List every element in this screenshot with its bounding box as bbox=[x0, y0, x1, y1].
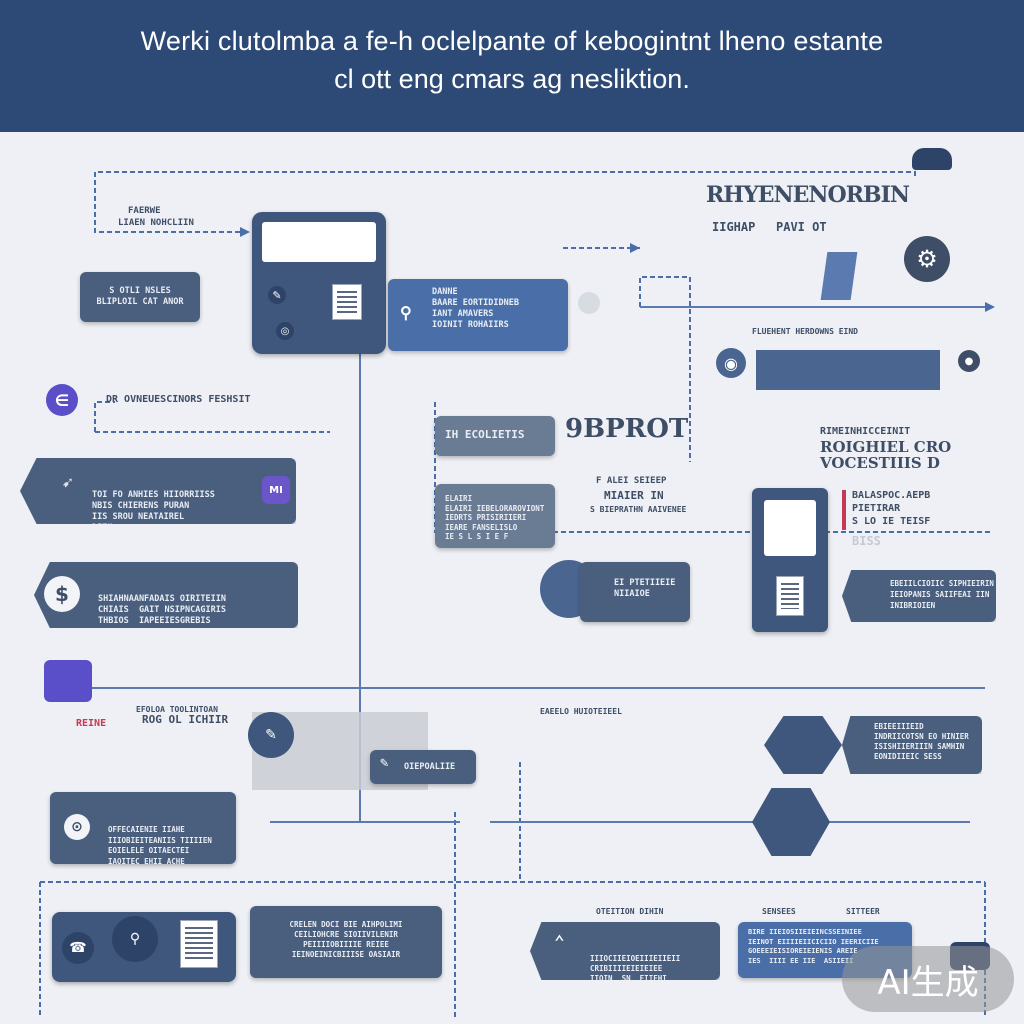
connector-mid-right bbox=[639, 276, 691, 462]
chevron-up-icon: ⌃ bbox=[554, 932, 565, 953]
arrowhead-3 bbox=[630, 243, 640, 253]
mid-row-caption: EAEELO HUIOTEIEEL bbox=[540, 707, 622, 716]
info-box-3-text: TOI FO ANHIES HIIORRIISS NBIS CHIERENS P… bbox=[92, 490, 215, 524]
arrowhead-1 bbox=[240, 227, 250, 237]
mid-small-box: IH ECOLIETIS bbox=[435, 416, 555, 456]
pin-icon bbox=[912, 148, 952, 170]
dot-icon bbox=[578, 292, 600, 314]
mid-caption-3: S BIEPRATHN AAIVENEE bbox=[590, 505, 687, 514]
right-heading-2: ROIGHIEL CRO bbox=[820, 438, 952, 456]
header-title-line-2: cl ott eng cmars ag nesliktion. bbox=[334, 64, 690, 94]
bottom-device: ☎ ⚲ bbox=[52, 912, 236, 982]
right-heading-1: RIMEINHICCEINIT bbox=[820, 426, 911, 437]
right-device bbox=[752, 488, 828, 632]
camera-icon: ● bbox=[958, 350, 980, 372]
pin-icon: ⚲ bbox=[400, 303, 412, 322]
pin-icon: ➹ bbox=[62, 473, 73, 494]
info-box-10: OFFECAIENIE IIAHE IIIOBIEITEANIIS TIIIIE… bbox=[50, 792, 236, 864]
pin-icon: ✎ bbox=[268, 286, 286, 304]
ai-generated-watermark: AI生成 bbox=[842, 946, 1014, 1012]
target-icon: ◎ bbox=[276, 322, 294, 340]
badge-icon: MI bbox=[262, 476, 290, 504]
central-device: ✎ ◎ bbox=[252, 212, 386, 354]
lock-icon: ⊙ bbox=[64, 814, 90, 840]
bottom-caption-3: SITTEER bbox=[846, 907, 880, 916]
info-box-4-text: SHIAHNAANFADAIS OIRITEIIN CHIAIS GAIT NS… bbox=[98, 594, 226, 626]
info-box-1: S OTLI NSLES BLIPLOIL CAT ANOR bbox=[80, 272, 200, 322]
info-box-9: EBIEEIIIEID INDRIICOTSN EO HINIER ISISHI… bbox=[842, 716, 982, 774]
header-title-line-1: Werki clutolmba a fe-h oclelpante of keb… bbox=[140, 26, 884, 56]
header: Werki clutolmba a fe-h oclelpante of keb… bbox=[0, 0, 1024, 132]
info-box-2: DANNE BAARE EORTIDIDNEB IANT AMAVERS IOI… bbox=[388, 279, 568, 351]
pink-caption-3: S LO IE TEISF bbox=[852, 516, 931, 527]
red-tag: REINE bbox=[76, 718, 107, 729]
device-screen bbox=[262, 222, 376, 262]
mid-caption-1: F ALEI SEIEEP bbox=[596, 476, 667, 486]
eye-icon: ∈ bbox=[46, 384, 78, 416]
right-heading-3: VOCESTIIIS D bbox=[820, 454, 940, 472]
top-left-caption-1: FAERWE bbox=[128, 206, 161, 216]
eye-icon: ◉ bbox=[716, 348, 746, 378]
bottom-caption-1: OTEITION DIHIN bbox=[596, 907, 664, 916]
right-sub-1: IIGHAP bbox=[712, 220, 756, 234]
info-box-6: EI PTETIIEIE NIIAIOE bbox=[580, 562, 690, 622]
info-box-12-text: IIIOCIIEIOEIIIEIIEII CRIBIIIIEIEIEIEE II… bbox=[590, 954, 681, 980]
info-box-4: SHIAHNAANFADAIS OIRITEIIN CHIAIS GAIT NS… bbox=[34, 562, 298, 628]
dollar-icon: $ bbox=[44, 576, 80, 612]
info-box-10-text: OFFECAIENIE IIAHE IIIOBIEITEANIIS TIIIIE… bbox=[108, 825, 212, 864]
accent-bar bbox=[842, 490, 846, 530]
image-strip bbox=[756, 350, 940, 390]
gear-icon: ⚙ bbox=[904, 236, 950, 282]
top-left-caption-2: LIAEN NOHCLIIN bbox=[118, 218, 194, 228]
phone-icon: ☎ bbox=[62, 932, 94, 964]
pin-icon: ✎ bbox=[248, 712, 294, 758]
info-box-2-text: DANNE BAARE EORTIDIDNEB IANT AMAVERS IOI… bbox=[432, 287, 519, 330]
diamond-icon bbox=[764, 716, 842, 774]
lower-left-label-1: EFOLOA TOOLINTOAN bbox=[136, 705, 218, 714]
info-box-7: EBEIILCIOIIC SIPHIEIRIN IEIOPANIS SAIIFE… bbox=[842, 570, 996, 622]
pink-caption-2: PIETIRAR bbox=[852, 503, 901, 514]
right-title: RHYENENORBIN bbox=[706, 182, 910, 208]
pink-caption-1: BALASPOC.AEPB bbox=[852, 490, 931, 501]
info-box-8: OIEPOALIIE ✎ bbox=[370, 750, 476, 784]
connector-top-loop bbox=[94, 171, 916, 233]
document-icon bbox=[180, 920, 218, 968]
info-box-5: ELAIRI ELAIRI IEBELORAROVIONT IEDRTS PRI… bbox=[435, 484, 555, 548]
info-box-3: TOI FO ANHIES HIIORRIISS NBIS CHIERENS P… bbox=[20, 458, 296, 524]
icon-row-label: FLUEHENT HERDOWNS EIND bbox=[752, 327, 858, 336]
info-box-12: IIIOCIIEIOEIIIEIIEII CRIBIIIIEIEIEIEE II… bbox=[530, 922, 720, 980]
diagram-canvas: FAERWE LIAEN NOHCLIIN ✎ ◎ DANNE BAARE EO… bbox=[0, 132, 1024, 1024]
bottom-caption-2: SENSEES bbox=[762, 907, 796, 916]
pin-icon: ✎ bbox=[380, 755, 389, 771]
mid-caption-2: MIAIER IN bbox=[604, 489, 664, 502]
info-box-8-text: OIEPOALIIE bbox=[404, 762, 456, 772]
info-box-11: CRELEN DOCI BIE AIHPOLIMI CEILIOHCRE SIO… bbox=[250, 906, 442, 978]
document-icon bbox=[332, 284, 362, 320]
arrowhead-2 bbox=[985, 302, 995, 312]
left-row-label: DR OVNEUESCINORS FESHSIT bbox=[106, 394, 251, 405]
right-sub-2: PAVI OT bbox=[776, 220, 827, 234]
briefcase-icon bbox=[44, 660, 92, 702]
connector-left-branch bbox=[94, 401, 115, 432]
document-icon bbox=[776, 576, 804, 616]
lower-left-label-2: ROG OL ICHIIR bbox=[142, 713, 229, 726]
user-icon bbox=[764, 500, 816, 556]
pin-icon: ⚲ bbox=[112, 916, 158, 962]
pink-caption-4: BISS bbox=[852, 534, 881, 548]
mid-big-label: 9BPROT bbox=[565, 414, 689, 444]
